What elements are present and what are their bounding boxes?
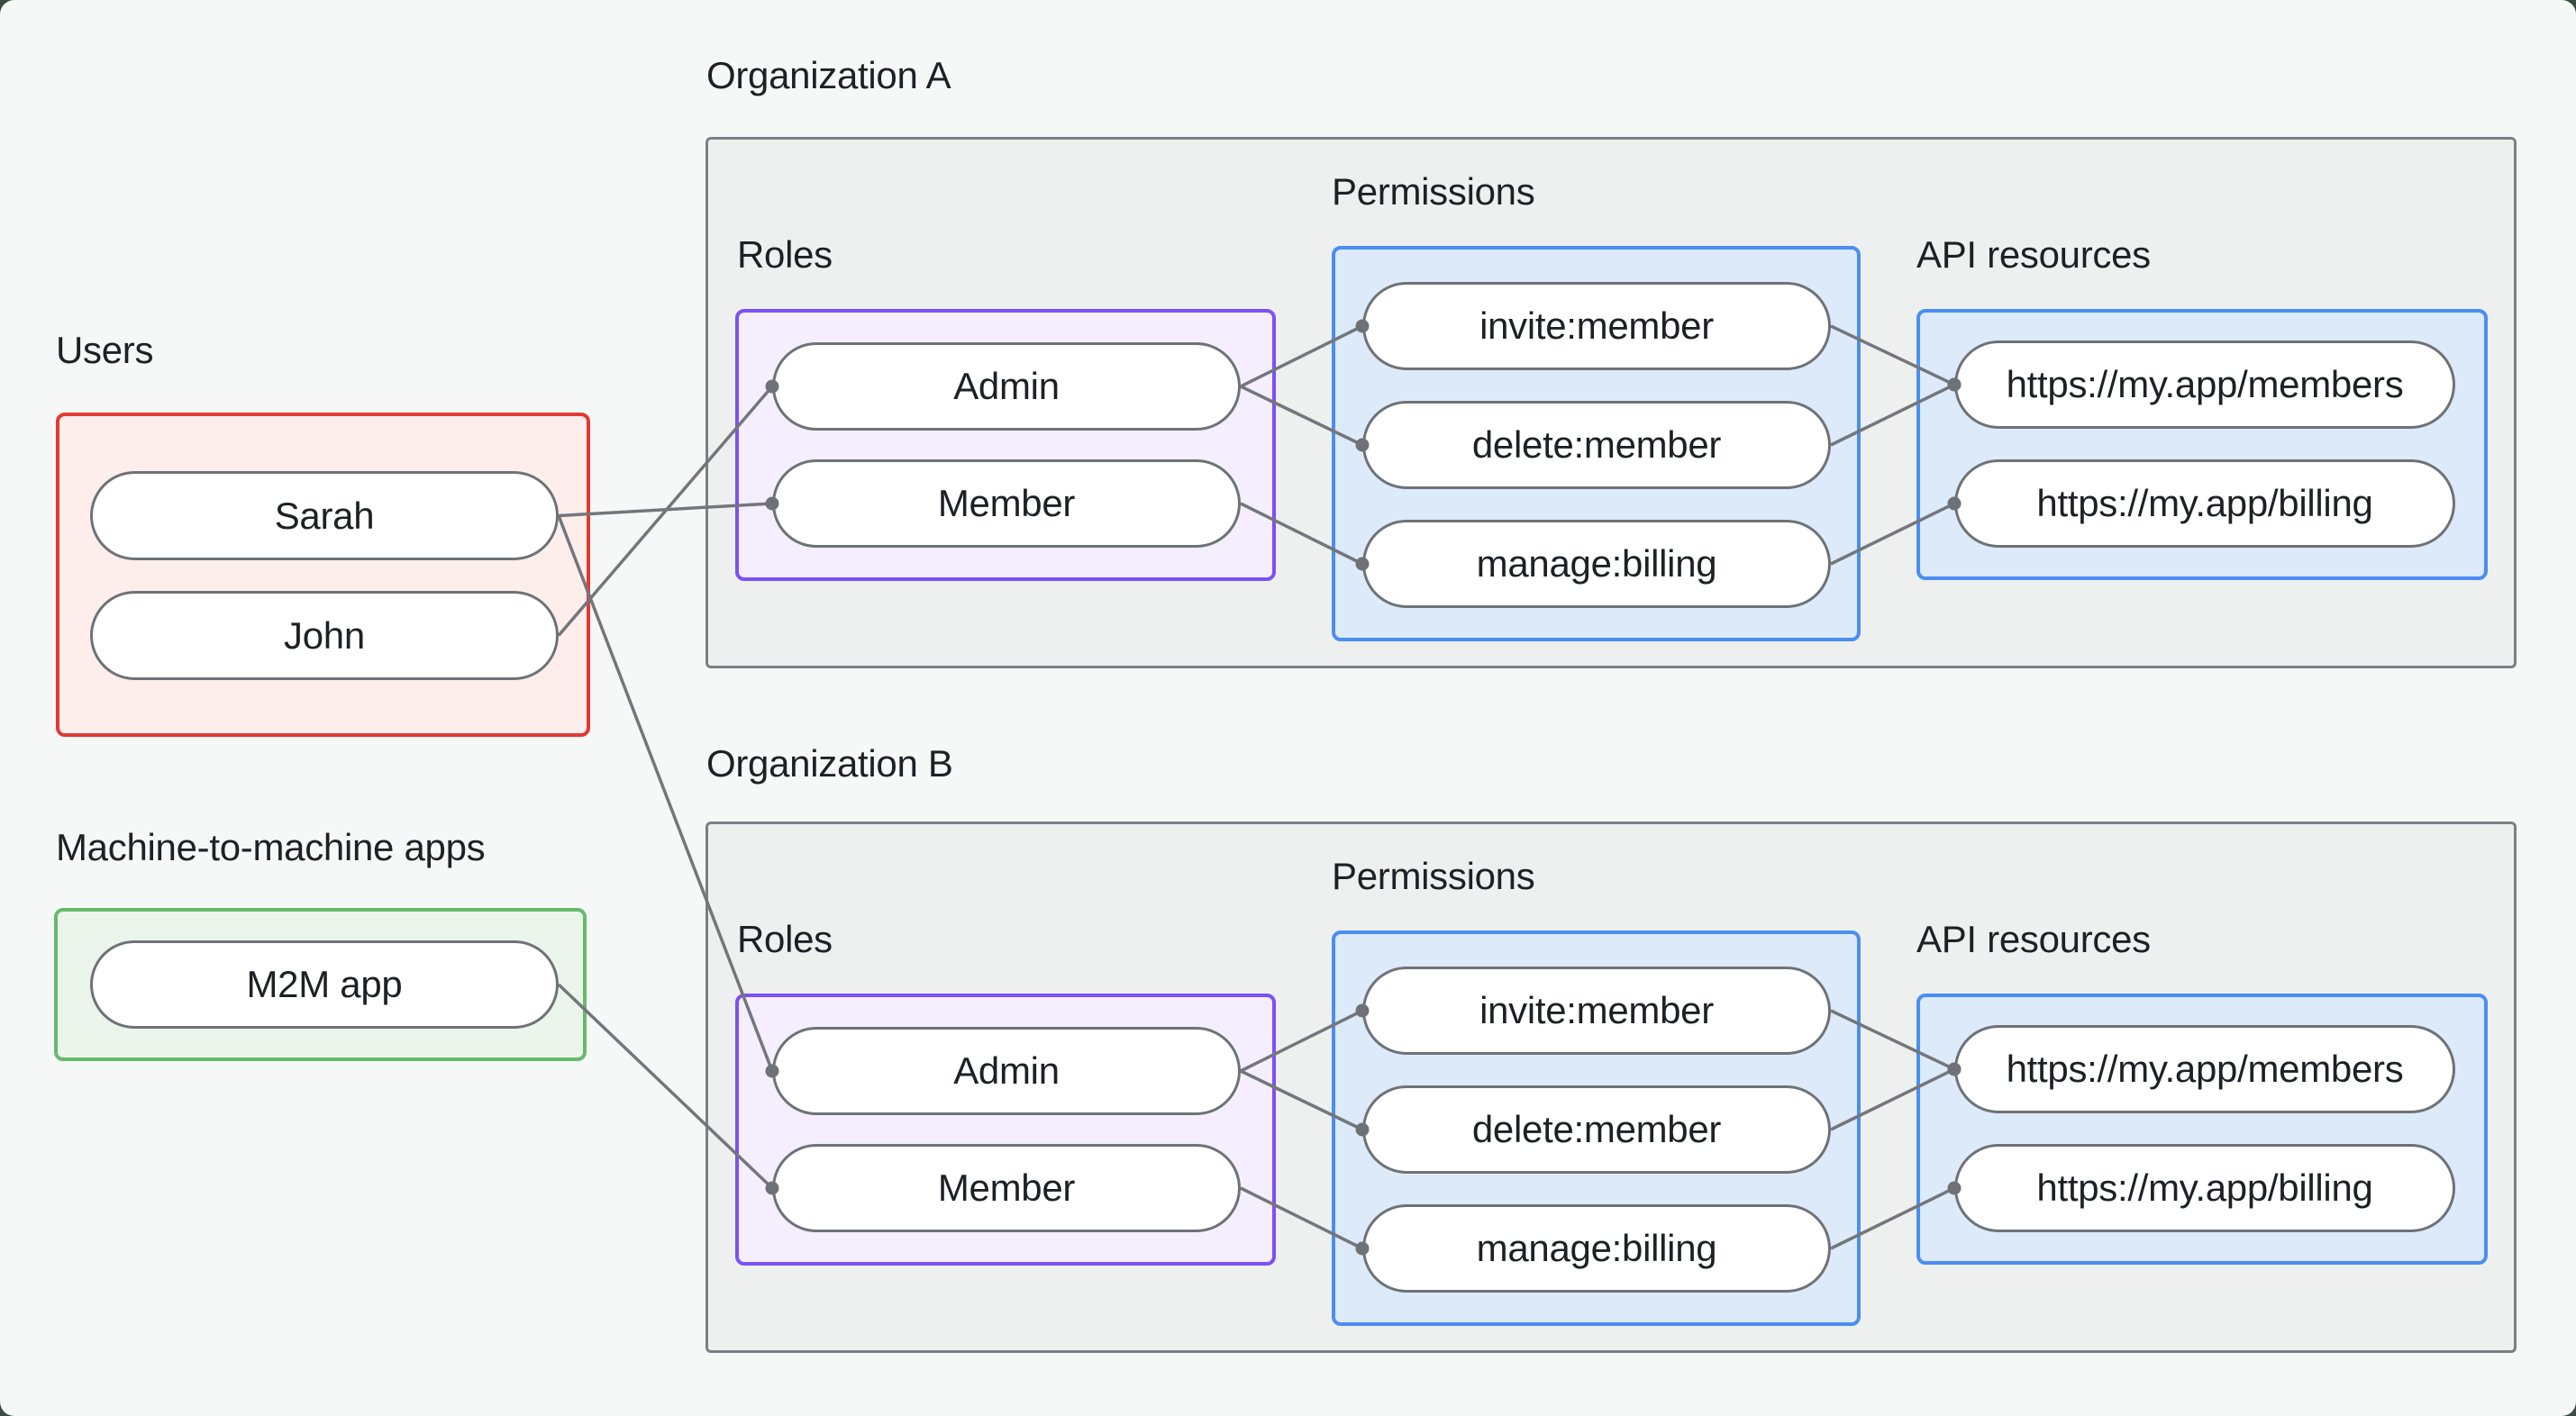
node-manage-billing-a: manage:billing (1362, 520, 1831, 608)
node-invite-member-b: invite:member (1362, 967, 1831, 1055)
api-resources-a-label: API resources (1916, 233, 2151, 276)
users-box (56, 413, 590, 737)
node-billing-api-b: https://my.app/billing (1954, 1144, 2455, 1232)
roles-b-label: Roles (737, 918, 833, 960)
roles-a-label: Roles (737, 233, 833, 276)
org-b-label: Organization B (706, 742, 953, 785)
node-members-api-a: https://my.app/members (1954, 340, 2455, 429)
node-billing-api-a: https://my.app/billing (1954, 459, 2455, 548)
node-delete-member-b: delete:member (1362, 1085, 1831, 1174)
permissions-a-label: Permissions (1332, 170, 1535, 213)
node-member-a: Member (772, 459, 1241, 548)
api-resources-b-label: API resources (1916, 918, 2151, 960)
node-sarah: Sarah (90, 471, 559, 560)
node-members-api-b: https://my.app/members (1954, 1025, 2455, 1113)
node-m2m-app: M2M app (90, 940, 559, 1029)
permissions-b-label: Permissions (1332, 855, 1535, 897)
node-member-b: Member (772, 1144, 1241, 1232)
node-delete-member-a: delete:member (1362, 401, 1831, 489)
node-manage-billing-b: manage:billing (1362, 1204, 1831, 1293)
node-admin-a: Admin (772, 342, 1241, 431)
node-john: John (90, 591, 559, 680)
node-admin-b: Admin (772, 1027, 1241, 1115)
users-label: Users (56, 329, 154, 371)
org-a-label: Organization A (706, 54, 951, 96)
node-invite-member-a: invite:member (1362, 282, 1831, 370)
m2m-label: Machine-to-machine apps (56, 826, 486, 868)
